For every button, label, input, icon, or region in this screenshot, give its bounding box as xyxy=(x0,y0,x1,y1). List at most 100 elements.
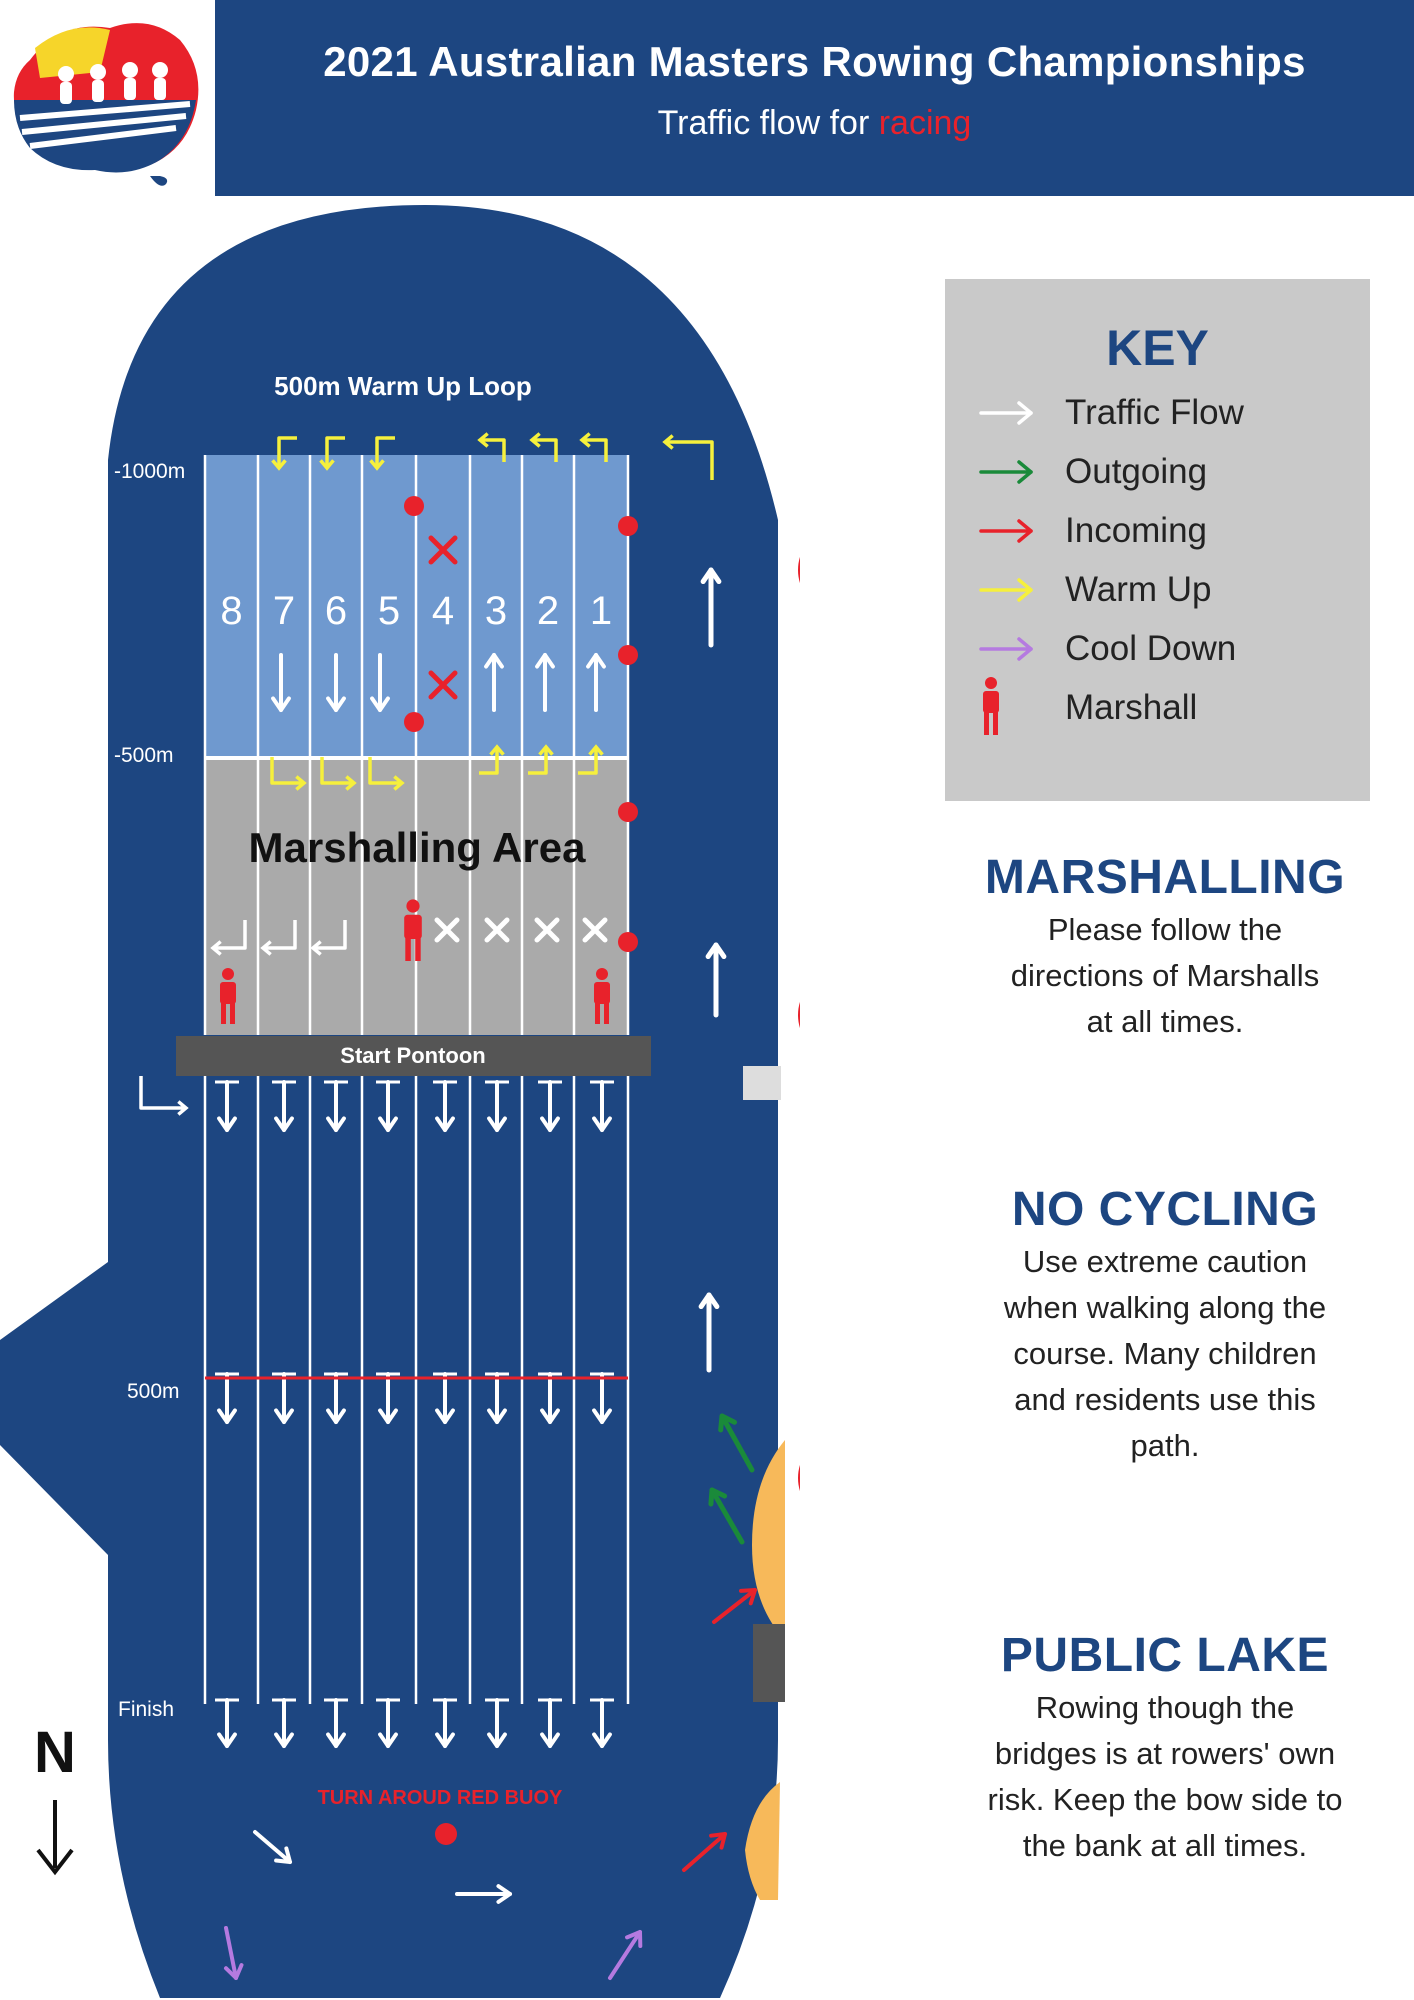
traffic-arrow-icon xyxy=(592,1372,612,1424)
traffic-arrow-icon xyxy=(370,653,390,712)
traffic-arrow-icon xyxy=(326,1080,346,1132)
rowing-logo xyxy=(0,0,215,196)
traffic-arrow-icon xyxy=(253,1830,292,1864)
warmup-arrow-icon xyxy=(529,432,558,462)
turn-around-label: TURN AROUD RED BUOY xyxy=(318,1787,563,1809)
marker-finish: Finish xyxy=(118,1698,174,1721)
key-item-label: Marshall xyxy=(1065,688,1198,727)
public-lake-heading: PUBLIC LAKE xyxy=(1000,1629,1330,1682)
body-line: and residents use this xyxy=(1014,1382,1316,1417)
red-buoy xyxy=(618,802,638,822)
key-item: Outgoing xyxy=(945,448,1370,498)
key-item: Traffic Flow xyxy=(945,389,1370,439)
turn-buoy xyxy=(435,1823,457,1845)
traffic-arrow-icon xyxy=(592,1080,612,1132)
jetty xyxy=(743,1066,781,1100)
traffic-arrow-icon xyxy=(540,1372,560,1424)
subtitle-prefix: Traffic flow for xyxy=(657,104,879,142)
traffic-arrow-icon xyxy=(455,1884,512,1904)
warmup-loop-label: 500m Warm Up Loop xyxy=(274,371,532,401)
key-item: Cool Down xyxy=(945,625,1370,675)
traffic-arrow-icon xyxy=(487,1698,507,1748)
cooldown-arrow-icon xyxy=(223,1926,244,1980)
traffic-arrow-icon xyxy=(484,653,504,712)
warmup-arrow-icon xyxy=(528,744,554,775)
traffic-arrow-icon xyxy=(435,1080,455,1132)
closed-lane-cross-icon xyxy=(434,917,460,943)
start-pontoon-label: Start Pontoon xyxy=(340,1043,485,1068)
body-line: path. xyxy=(1130,1428,1200,1463)
traffic-arrow-icon xyxy=(700,567,722,648)
header-banner: 2021 Australian Masters Rowing Champions… xyxy=(215,0,1414,196)
warmup-arrow-icon xyxy=(662,434,714,480)
body-line: Use extreme caution xyxy=(1022,1244,1308,1279)
north-label: N xyxy=(34,1720,76,1785)
traffic-arrow-icon xyxy=(378,1372,398,1424)
marshall-icon xyxy=(983,677,999,735)
legend-key: KEY Traffic Flow Outgoing Incoming Warm … xyxy=(945,279,1370,801)
red-buoy xyxy=(618,932,638,952)
no-cycling-body: Use extreme caution when walking along t… xyxy=(945,1239,1385,1469)
warmup-arrow-icon xyxy=(578,744,604,775)
closed-lane-cross-icon xyxy=(428,670,458,700)
traffic-arrow-icon xyxy=(274,1698,294,1748)
lane-number: 8 xyxy=(220,589,242,633)
start-pontoon xyxy=(176,1036,651,1076)
traffic-arrow-icon xyxy=(435,1372,455,1424)
sand-bank xyxy=(752,1440,785,1640)
traffic-arrow-icon xyxy=(271,653,291,712)
marshalling-section: MARSHALLING Please follow the directions… xyxy=(945,850,1385,1045)
body-line: bridges is at rowers' own xyxy=(994,1736,1336,1771)
red-buoy xyxy=(618,645,638,665)
north-arrow-icon xyxy=(36,1800,74,1876)
page-subtitle: Traffic flow for racing xyxy=(215,104,1414,143)
marshalling-heading: MARSHALLING xyxy=(984,851,1346,904)
warmup-arrow-icon xyxy=(479,744,505,775)
body-line: when walking along the xyxy=(1003,1290,1327,1325)
outgoing-arrow-icon xyxy=(708,1487,745,1545)
body-line: at all times. xyxy=(1086,1004,1244,1039)
warmup-arrow-icon xyxy=(270,757,307,791)
incoming-arrow-icon xyxy=(682,1832,727,1872)
key-arrow-icon xyxy=(979,637,1033,661)
traffic-arrow-icon xyxy=(540,1698,560,1748)
body-line: course. Many children xyxy=(1013,1336,1317,1371)
key-item-label: Incoming xyxy=(1065,511,1208,550)
traffic-arrow-icon xyxy=(217,1372,237,1424)
warmup-arrow-icon xyxy=(369,436,395,471)
warmup-arrow-icon xyxy=(319,436,345,471)
marshall-icon xyxy=(594,968,610,1024)
key-item-label: Warm Up xyxy=(1065,570,1212,609)
lane-number: 6 xyxy=(325,589,347,633)
traffic-arrow-icon xyxy=(326,653,346,712)
traffic-arrow-icon xyxy=(535,653,555,712)
warmup-arrow-icon xyxy=(271,436,297,471)
key-item: Marshall xyxy=(945,677,1370,735)
key-arrow-icon xyxy=(979,578,1033,602)
traffic-arrow-icon xyxy=(487,1080,507,1132)
return-arrow-icon xyxy=(260,920,297,956)
traffic-arrow-icon xyxy=(326,1372,346,1424)
lane-number: 4 xyxy=(432,589,454,633)
outgoing-arrow-icon xyxy=(718,1413,755,1473)
lane-number: 5 xyxy=(378,589,400,633)
traffic-arrow-icon xyxy=(586,653,606,712)
closed-lane-cross-icon xyxy=(582,917,608,943)
key-arrow-icon xyxy=(979,519,1033,543)
traffic-arrow-icon xyxy=(274,1080,294,1132)
traffic-arrow-icon xyxy=(274,1372,294,1424)
traffic-arrow-icon xyxy=(378,1080,398,1132)
marker-minus-500m: -500m xyxy=(114,744,174,767)
subtitle-highlight: racing xyxy=(878,104,972,142)
traffic-arrow-icon xyxy=(435,1698,455,1748)
key-item-label: Cool Down xyxy=(1065,629,1237,668)
traffic-arrow-icon xyxy=(217,1080,237,1132)
body-line: Please follow the xyxy=(1047,912,1283,947)
key-title: KEY xyxy=(1106,320,1209,376)
lane-number: 3 xyxy=(485,589,507,633)
turn-arrow-icon xyxy=(139,1076,189,1116)
marker-500m: 500m xyxy=(127,1380,180,1403)
cooldown-arrow-icon xyxy=(608,1930,643,1980)
warmup-arrow-icon xyxy=(477,432,506,462)
marshalling-area-label: Marshalling Area xyxy=(249,824,587,871)
